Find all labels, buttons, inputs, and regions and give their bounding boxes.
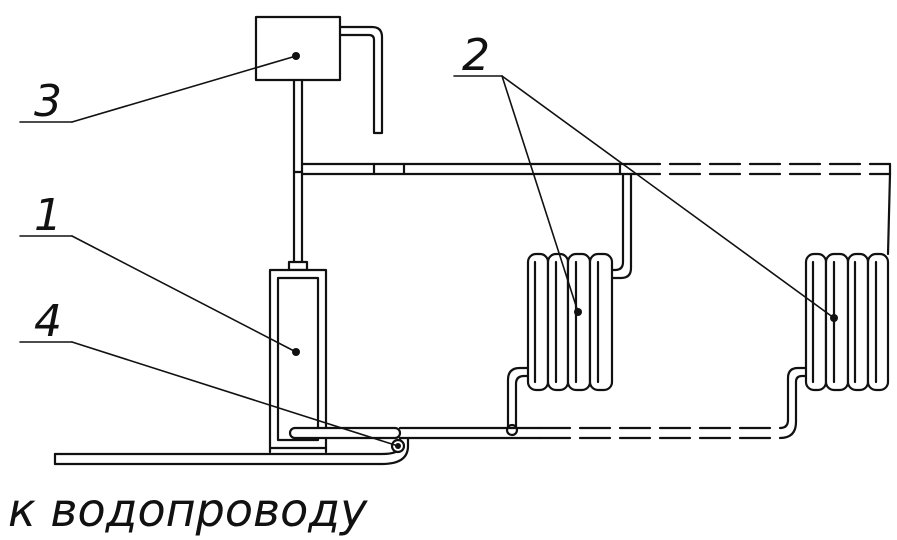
- leader-dots: [292, 52, 838, 449]
- water-feed-pipe: [53, 436, 410, 466]
- radiator-1: [526, 252, 614, 392]
- expansion-tank: [254, 15, 384, 135]
- label-boiler: 1: [34, 190, 62, 241]
- caption-water-supply: к водопроводу: [8, 483, 368, 536]
- supply-pipe: [300, 162, 892, 280]
- label-expansion-tank: 3: [34, 76, 62, 127]
- label-feed-valve: 4: [34, 296, 62, 347]
- boiler: [268, 260, 328, 454]
- return-pipe: [288, 366, 808, 440]
- label-radiators: 2: [462, 30, 490, 81]
- riser-pipe: [292, 78, 304, 264]
- leader-lines: [19, 55, 835, 447]
- radiator-2: [804, 172, 892, 392]
